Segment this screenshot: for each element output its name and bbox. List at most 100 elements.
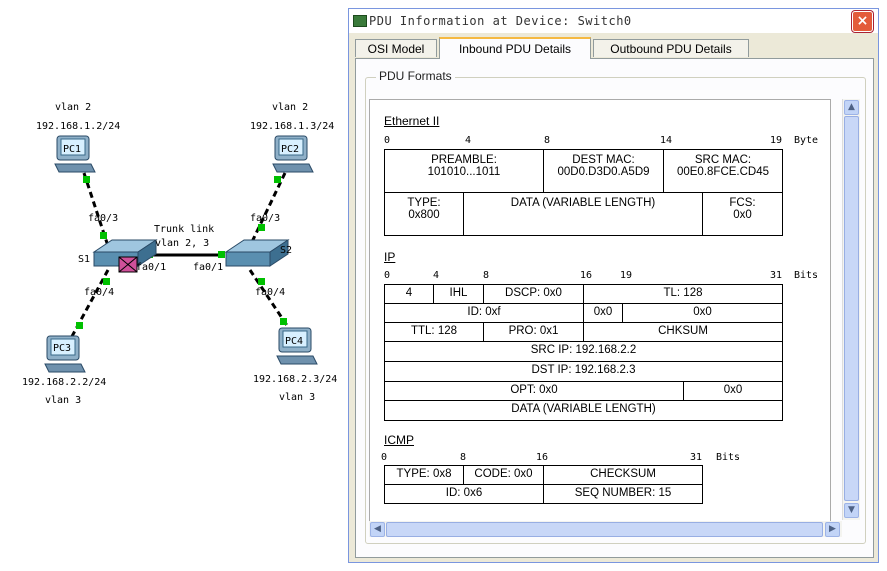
link-light — [258, 224, 265, 231]
horizontal-scroll-thumb[interactable] — [386, 522, 823, 537]
eth-preamble-cell: PREAMBLE: 101010...1011 — [384, 149, 544, 193]
ip-options-cell: OPT: 0x0 — [384, 381, 684, 401]
link-light — [76, 322, 83, 329]
ip-title: IP — [384, 250, 396, 264]
eth-fcs-cell: FCS: 0x0 — [702, 192, 783, 236]
ip-data-cell: DATA (VARIABLE LENGTH) — [384, 400, 783, 421]
eth-ruler-4: 4 — [465, 135, 472, 146]
ip-dst-ip-cell: DST IP: 192.168.2.3 — [384, 361, 783, 382]
s1-port-pc3: fa0/4 — [84, 287, 114, 298]
ip-checksum-cell: CHKSUM — [583, 322, 783, 342]
scroll-down-icon[interactable]: ▼ — [844, 503, 859, 518]
window-title: PDU Information at Device: Switch0 — [369, 14, 632, 28]
pc2-device[interactable] — [272, 135, 314, 173]
s1-trunk-port: fa0/1 — [136, 262, 166, 273]
ip-protocol-cell: PRO: 0x1 — [483, 322, 584, 342]
link-light — [100, 232, 107, 239]
title-bar[interactable]: PDU Information at Device: Switch0 × — [349, 9, 878, 33]
link-light — [274, 176, 281, 183]
icmp-code-cell: CODE: 0x0 — [463, 465, 544, 485]
pc4-name: PC4 — [285, 336, 303, 347]
tab-osi-model[interactable]: OSI Model — [355, 39, 437, 57]
eth-ruler-19: 19 — [770, 135, 783, 146]
pc3-name: PC3 — [53, 343, 71, 354]
switch-s1[interactable] — [92, 239, 158, 273]
tab-outbound-pdu-details[interactable]: Outbound PDU Details — [593, 39, 749, 57]
pc4-ip: 192.168.2.3/24 — [253, 374, 337, 385]
switch-s2[interactable] — [224, 239, 290, 267]
eth-dest-mac-cell: DEST MAC: 00D0.D3D0.A5D9 — [543, 149, 664, 193]
icmp-id-cell: ID: 0x6 — [384, 484, 544, 504]
pdu-formats-scroll-area[interactable]: Ethernet II 0 4 8 14 19 Byte PREAMBLE: 1… — [369, 99, 831, 522]
eth-type-cell: TYPE: 0x800 — [384, 192, 464, 236]
pc1-device[interactable] — [54, 135, 96, 173]
eth-ruler-14: 14 — [660, 135, 673, 146]
ip-total-length-cell: TL: 128 — [583, 284, 783, 304]
icmp-ruler-unit: Bits — [716, 452, 741, 463]
s1-label: S1 — [78, 254, 90, 265]
link-light — [103, 278, 110, 285]
ip-ruler-unit: Bits — [794, 270, 819, 281]
pc2-vlan: vlan 2 — [272, 102, 308, 113]
pc1-vlan: vlan 2 — [55, 102, 91, 113]
eth-dest-mac-value: 00D0.D3D0.A5D9 — [557, 166, 650, 178]
tab-panel: PDU Formats Ethernet II 0 4 8 14 19 Byte… — [355, 58, 874, 558]
scroll-up-icon[interactable]: ▲ — [844, 100, 859, 115]
app-icon — [353, 15, 367, 27]
ip-padding-cell: 0x0 — [683, 381, 783, 401]
ip-ttl-cell: TTL: 128 — [384, 322, 484, 342]
icmp-seq-cell: SEQ NUMBER: 15 — [543, 484, 703, 504]
eth-preamble-label: PREAMBLE: — [431, 154, 497, 166]
ip-ruler-31: 31 — [770, 270, 783, 281]
pdu-info-window: PDU Information at Device: Switch0 × OSI… — [348, 8, 879, 563]
vertical-scrollbar[interactable]: ▲ ▼ — [842, 99, 860, 520]
link-light — [280, 318, 287, 325]
eth-type-label: TYPE: — [407, 197, 441, 209]
ip-dscp-cell: DSCP: 0x0 — [483, 284, 584, 304]
icmp-ruler-31: 31 — [690, 452, 703, 463]
ip-ruler-0: 0 — [384, 270, 391, 281]
eth-dest-mac-label: DEST MAC: — [572, 154, 635, 166]
scroll-left-icon[interactable]: ◀ — [370, 522, 385, 537]
scroll-right-icon[interactable]: ▶ — [825, 522, 840, 537]
icmp-type-cell: TYPE: 0x8 — [384, 465, 464, 485]
link-pc3-s1 — [68, 269, 110, 341]
ip-ihl-cell: IHL — [433, 284, 484, 304]
eth-ruler-unit: Byte — [794, 135, 819, 146]
pc1-name: PC1 — [63, 144, 81, 155]
s2-label: S2 — [280, 245, 292, 256]
pc2-name: PC2 — [281, 144, 299, 155]
pc4-vlan: vlan 3 — [279, 392, 315, 403]
eth-fcs-label: FCS: — [729, 197, 756, 209]
icmp-ruler-16: 16 — [536, 452, 549, 463]
network-topology: PC1 vlan 2 192.168.1.2/24 fa0/3 PC2 vlan… — [22, 102, 337, 406]
s2-port-pc2: fa0/3 — [250, 213, 280, 224]
ip-ruler-19: 19 — [620, 270, 633, 281]
trunk-link-label: Trunk link — [154, 224, 214, 235]
pc3-vlan: vlan 3 — [45, 395, 81, 406]
tab-inbound-pdu-details[interactable]: Inbound PDU Details — [439, 37, 591, 59]
pc4-device[interactable] — [276, 327, 318, 365]
icmp-title: ICMP — [384, 433, 414, 447]
pc3-ip: 192.168.2.2/24 — [22, 377, 106, 388]
pc3-device[interactable] — [44, 335, 86, 373]
link-light — [83, 176, 90, 183]
eth-type-value: 0x800 — [408, 209, 440, 221]
s2-port-pc4: fa0/4 — [255, 287, 285, 298]
pc1-ip: 192.168.1.2/24 — [36, 121, 120, 132]
trunk-vlans-label: vlan 2, 3 — [155, 238, 209, 249]
ip-id-cell: ID: 0xf — [384, 303, 584, 323]
ip-fragment-offset-cell: 0x0 — [622, 303, 783, 323]
horizontal-scrollbar[interactable]: ◀ ▶ — [369, 521, 842, 537]
ip-src-ip-cell: SRC IP: 192.168.2.2 — [384, 341, 783, 362]
close-button[interactable]: × — [852, 11, 873, 32]
vertical-scroll-thumb[interactable] — [844, 116, 859, 501]
eth-data-cell: DATA (VARIABLE LENGTH) — [463, 192, 703, 236]
eth-fcs-value: 0x0 — [733, 209, 752, 221]
link-light — [218, 251, 225, 258]
ip-ruler-8: 8 — [483, 270, 490, 281]
eth-ruler-0: 0 — [384, 135, 391, 146]
ip-ruler-16: 16 — [580, 270, 593, 281]
group-label: PDU Formats — [376, 69, 455, 83]
ethernet-title: Ethernet II — [384, 114, 440, 128]
